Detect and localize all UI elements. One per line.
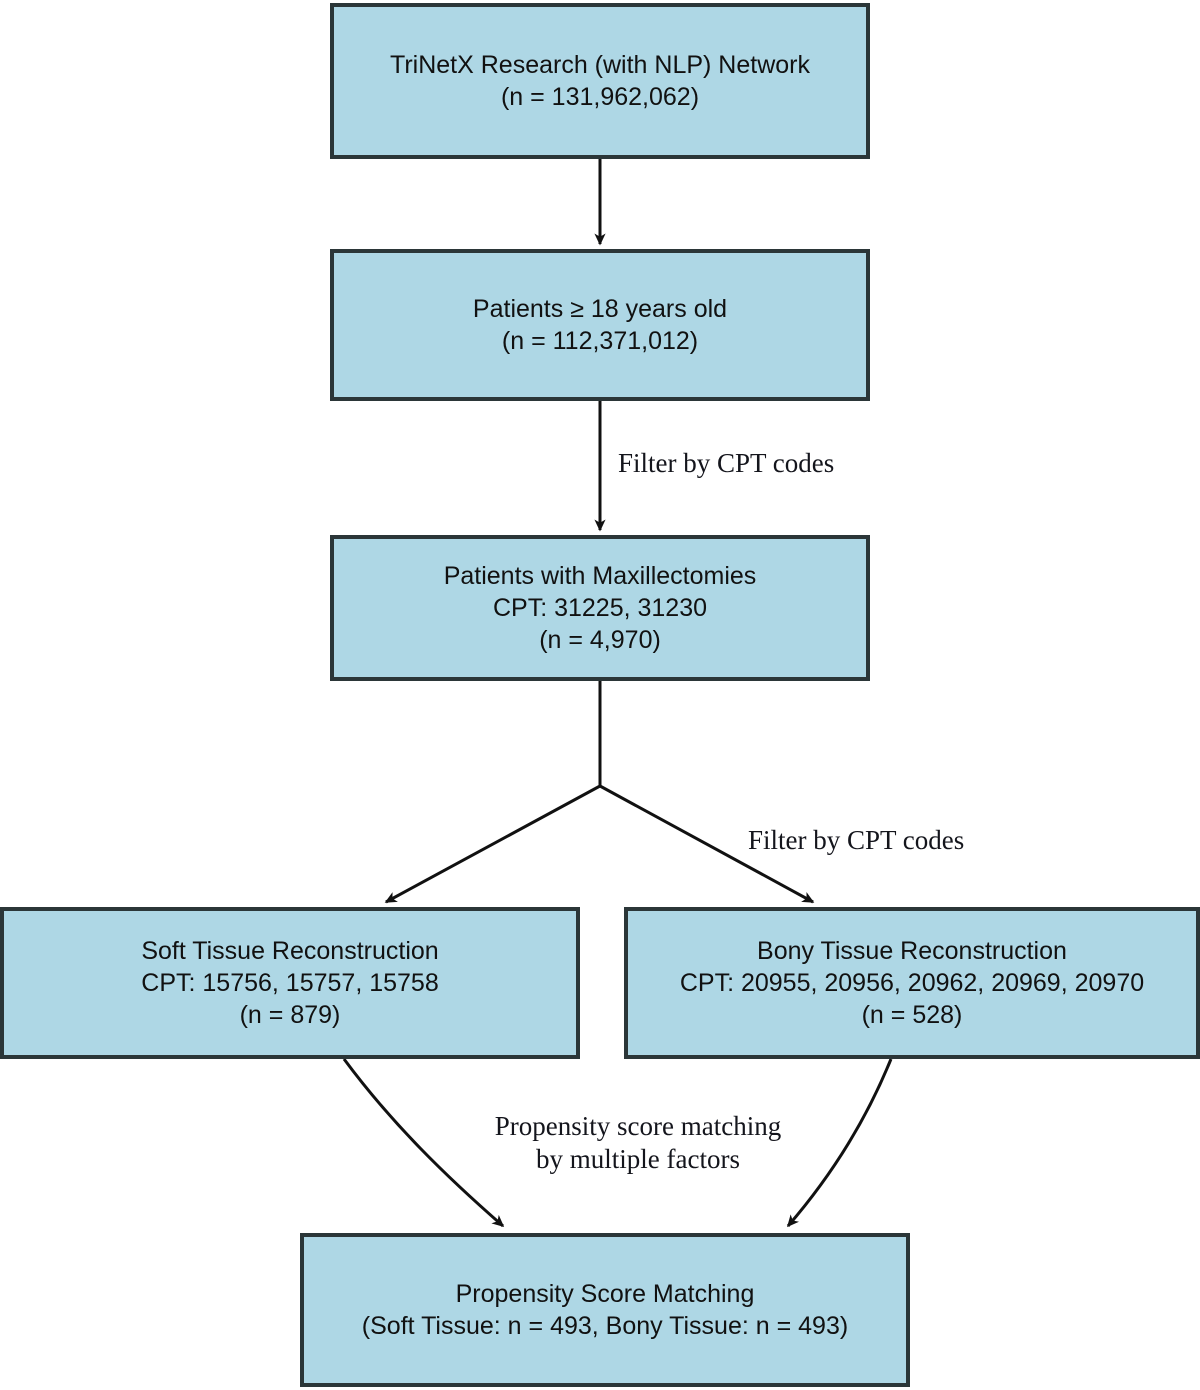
node-patients-18-years-old: Patients ≥ 18 years old (n = 112,371,012… [330, 249, 870, 401]
edge-label-filter-by-cpt-codes-2: Filter by CPT codes [748, 825, 965, 855]
node-line-count: (n = 879) [239, 1001, 341, 1029]
node-line-title: Bony Tissue Reconstruction [757, 937, 1067, 965]
node-line-cpt: CPT: 31225, 31230 [492, 594, 708, 622]
node-line-count: (Soft Tissue: n = 493, Bony Tissue: n = … [361, 1312, 849, 1340]
node-soft-tissue-reconstruction: Soft Tissue Reconstruction CPT: 15756, 1… [0, 907, 580, 1059]
node-line-title: Patients with Maxillectomies [443, 562, 757, 590]
node-propensity-score-matching: Propensity Score Matching (Soft Tissue: … [300, 1233, 910, 1387]
node-line-title: Patients ≥ 18 years old [472, 295, 728, 323]
node-line-cpt: CPT: 20955, 20956, 20962, 20969, 20970 [679, 969, 1145, 997]
edge-split-to-soft-tissue [384, 784, 601, 904]
node-line-title: Propensity Score Matching [455, 1280, 755, 1308]
node-trinetx-research-network: TriNetX Research (with NLP) Network (n =… [330, 3, 870, 159]
node-line-count: (n = 528) [861, 1001, 963, 1029]
node-line-title: Soft Tissue Reconstruction [141, 937, 439, 965]
node-line-cpt: CPT: 15756, 15757, 15758 [141, 969, 439, 997]
edge-split-to-bony-tissue [599, 784, 815, 904]
node-line-title: TriNetX Research (with NLP) Network [389, 51, 810, 79]
edge-soft-tissue-to-propensity [342, 1058, 505, 1228]
node-patients-with-maxillectomies: Patients with Maxillectomies CPT: 31225,… [330, 535, 870, 681]
edge-label-line-2: by multiple factors [536, 1143, 740, 1174]
edge-label-line-1: Propensity score matching [494, 1111, 782, 1141]
edge-label-propensity-score-matching: Propensity score matching by multiple fa… [452, 1110, 824, 1176]
node-line-count: (n = 112,371,012) [501, 327, 699, 355]
node-bony-tissue-reconstruction: Bony Tissue Reconstruction CPT: 20955, 2… [624, 907, 1200, 1059]
edge-bony-tissue-to-propensity [786, 1058, 893, 1228]
node-line-count: (n = 4,970) [539, 626, 661, 654]
edge-label-filter-by-cpt-codes-1: Filter by CPT codes [618, 448, 835, 478]
node-line-count: (n = 131,962,062) [500, 83, 700, 111]
